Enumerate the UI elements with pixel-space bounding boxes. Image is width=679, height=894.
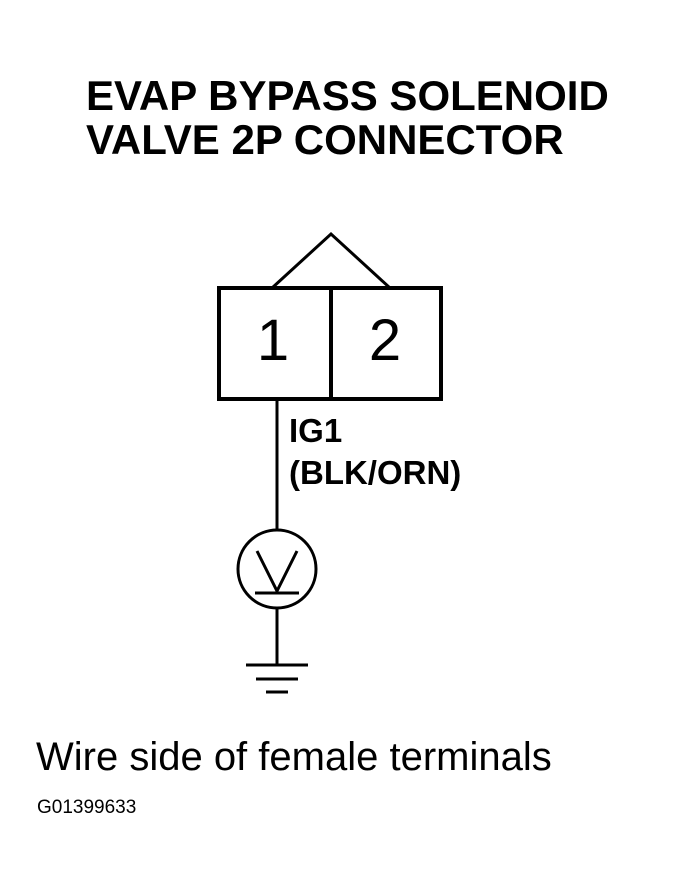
terminal-1-number: 1 — [256, 308, 290, 373]
voltmeter-icon — [236, 528, 318, 610]
terminal-2-number: 2 — [368, 308, 402, 373]
connector-lock-tab — [270, 231, 392, 290]
figure-code: G01399633 — [37, 797, 137, 818]
title-line-2: VALVE 2P CONNECTOR — [86, 116, 564, 163]
wire-circuit-label: IG1 — [289, 412, 343, 449]
wire-color-label: (BLK/ORN) — [289, 454, 462, 491]
diagram-caption: Wire side of female terminals — [36, 735, 552, 779]
ground-icon — [246, 663, 308, 694]
title-line-1: EVAP BYPASS SOLENOID — [86, 72, 609, 119]
